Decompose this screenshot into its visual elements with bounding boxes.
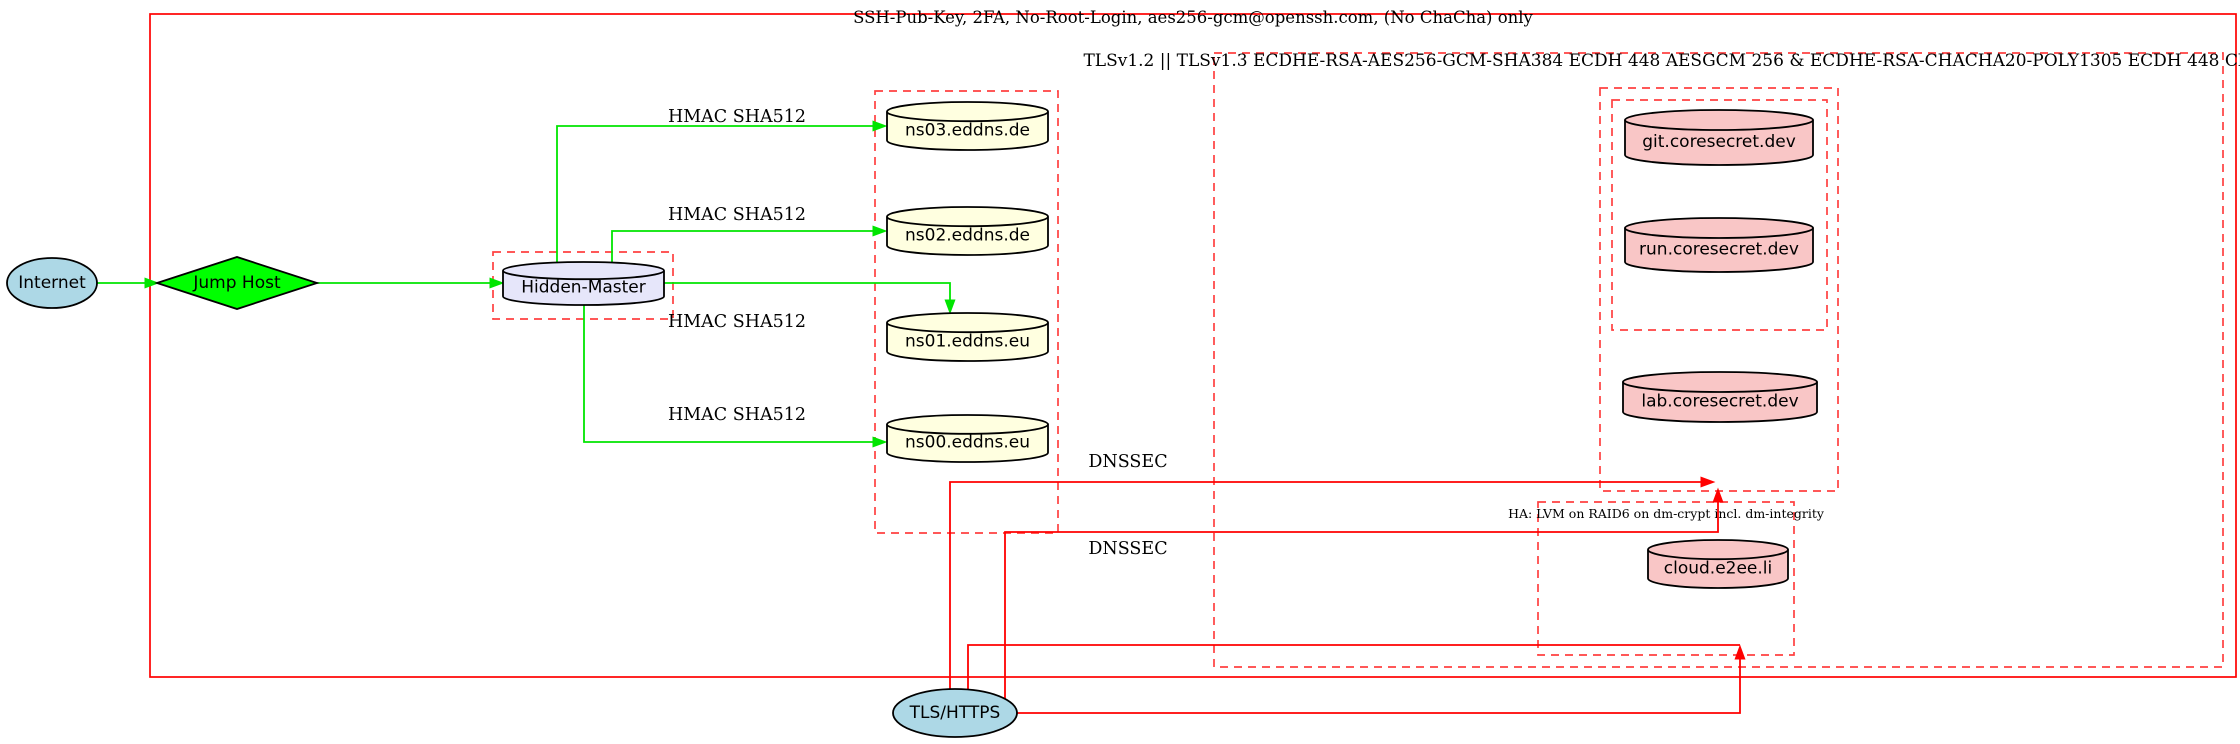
node-lab: lab.coresecret.dev bbox=[1622, 371, 1818, 423]
node-tls-https-label: TLS/HTTPS bbox=[909, 703, 1001, 723]
node-run-rim bbox=[1624, 227, 1814, 239]
edge-tls-ha bbox=[1017, 657, 1741, 714]
node-jump-host-shape bbox=[154, 256, 320, 310]
cluster-ssh-label: SSH-Pub-Key, 2FA, No-Root-Login, aes256-… bbox=[853, 8, 1533, 27]
node-internet-label: Internet bbox=[18, 273, 86, 293]
node-run: run.coresecret.dev bbox=[1624, 217, 1814, 273]
node-lab-shape bbox=[1622, 371, 1818, 423]
node-ns02-rim bbox=[886, 216, 1049, 228]
cluster-tls-border bbox=[1213, 52, 2224, 668]
cluster-hidden-master-box-border bbox=[492, 251, 674, 320]
node-cloud-label: cloud.e2ee.li bbox=[1664, 558, 1772, 578]
node-tls-https-shape bbox=[892, 688, 1018, 738]
edge-dnssec-upper bbox=[949, 481, 1703, 691]
node-ns03-rim bbox=[886, 111, 1049, 123]
edge-hiddenmaster-ns03-arrowhead bbox=[872, 120, 888, 132]
edge-hiddenmaster-ns00 bbox=[583, 304, 875, 443]
node-lab-label: lab.coresecret.dev bbox=[1641, 392, 1798, 412]
cluster-ssh-border bbox=[149, 13, 2237, 678]
nodes-layer: Internet Jump Host Hidden-Master ns03.eddns… bbox=[6, 101, 1818, 738]
edge-label-hmac4: HMAC SHA512 bbox=[668, 405, 806, 425]
cluster-ha-border bbox=[1537, 501, 1795, 656]
edge-label-hmac3: HMAC SHA512 bbox=[668, 312, 806, 332]
node-ns01-label: ns01.eddns.eu bbox=[905, 331, 1030, 351]
node-ns02-label: ns02.eddns.de bbox=[905, 225, 1030, 245]
edge-hiddenmaster-ns02-arrowhead bbox=[872, 225, 888, 237]
node-hidden-master: Hidden-Master bbox=[502, 261, 665, 306]
node-cloud-rim bbox=[1647, 549, 1789, 561]
node-internet: Internet bbox=[6, 257, 98, 309]
edge-label-hmac1: HMAC SHA512 bbox=[668, 107, 806, 127]
cluster-ns-border bbox=[874, 90, 1059, 534]
node-internet-shape bbox=[6, 257, 98, 309]
node-git: git.coresecret.dev bbox=[1624, 109, 1814, 166]
node-run-shape bbox=[1624, 217, 1814, 273]
edge-hiddenmaster-ns01-arrowhead bbox=[944, 299, 956, 315]
node-ns02-shape bbox=[886, 206, 1049, 256]
edge-dnssec-lower-arrowhead bbox=[1712, 487, 1724, 503]
node-ns03-label: ns03.eddns.de bbox=[905, 120, 1030, 140]
node-git-shape bbox=[1624, 109, 1814, 166]
node-cloud: cloud.e2ee.li bbox=[1647, 539, 1789, 589]
edge-dnssec-upper-arrowhead bbox=[1700, 476, 1716, 488]
node-ns01-shape bbox=[886, 312, 1049, 362]
node-git-label: git.coresecret.dev bbox=[1642, 132, 1796, 152]
edge-internet-jumphost-arrowhead bbox=[144, 277, 160, 289]
node-run-label: run.coresecret.dev bbox=[1639, 240, 1799, 260]
edge-hiddenmaster-ns00-arrowhead bbox=[872, 436, 888, 448]
node-ns01-rim bbox=[886, 322, 1049, 334]
edge-label-dnssec2: DNSSEC bbox=[1088, 539, 1167, 559]
node-hidden-master-shape bbox=[502, 261, 665, 306]
node-ns03-shape bbox=[886, 101, 1049, 151]
edge-hiddenmaster-ns03 bbox=[556, 125, 875, 263]
edge-label-hmac2: HMAC SHA512 bbox=[668, 205, 806, 225]
edges-layer bbox=[97, 120, 1746, 714]
node-jump-host: Jump Host bbox=[154, 256, 320, 310]
node-ns00: ns00.eddns.eu bbox=[886, 414, 1049, 463]
edge-tls-mid bbox=[967, 644, 1740, 690]
edge-tls-ha-arrowhead bbox=[1734, 644, 1746, 660]
node-cloud-shape bbox=[1647, 539, 1789, 589]
edge-label-dnssec1: DNSSEC bbox=[1088, 452, 1167, 472]
node-ns01: ns01.eddns.eu bbox=[886, 312, 1049, 362]
edge-jumphost-hiddenmaster-arrowhead bbox=[489, 277, 505, 289]
node-ns03: ns03.eddns.de bbox=[886, 101, 1049, 151]
node-hidden-master-rim bbox=[502, 270, 665, 281]
node-git-rim bbox=[1624, 119, 1814, 131]
edge-hiddenmaster-ns01 bbox=[664, 282, 951, 302]
edge-dnssec-lower bbox=[1004, 500, 1719, 703]
cluster-ha-label: HA: LVM on RAID6 on dm-crypt incl. dm-in… bbox=[1508, 506, 1825, 521]
node-ns00-shape bbox=[886, 414, 1049, 463]
node-ns00-label: ns00.eddns.eu bbox=[905, 433, 1030, 453]
node-ns02: ns02.eddns.de bbox=[886, 206, 1049, 256]
cluster-tls-label: TLSv1.2 || TLSv1.3 ECDHE-RSA-AES256-GCM-… bbox=[1083, 51, 2240, 71]
node-lab-rim bbox=[1622, 381, 1818, 393]
node-hidden-master-label: Hidden-Master bbox=[521, 277, 646, 297]
edge-hiddenmaster-ns02 bbox=[611, 230, 875, 263]
node-ns00-rim bbox=[886, 424, 1049, 435]
cluster-coresecret-inner-border bbox=[1611, 99, 1828, 331]
clusters-layer: SSH-Pub-Key, 2FA, No-Root-Login, aes256-… bbox=[149, 8, 2240, 678]
node-tls-https: TLS/HTTPS bbox=[892, 688, 1018, 738]
node-jump-host-label: Jump Host bbox=[192, 273, 281, 293]
